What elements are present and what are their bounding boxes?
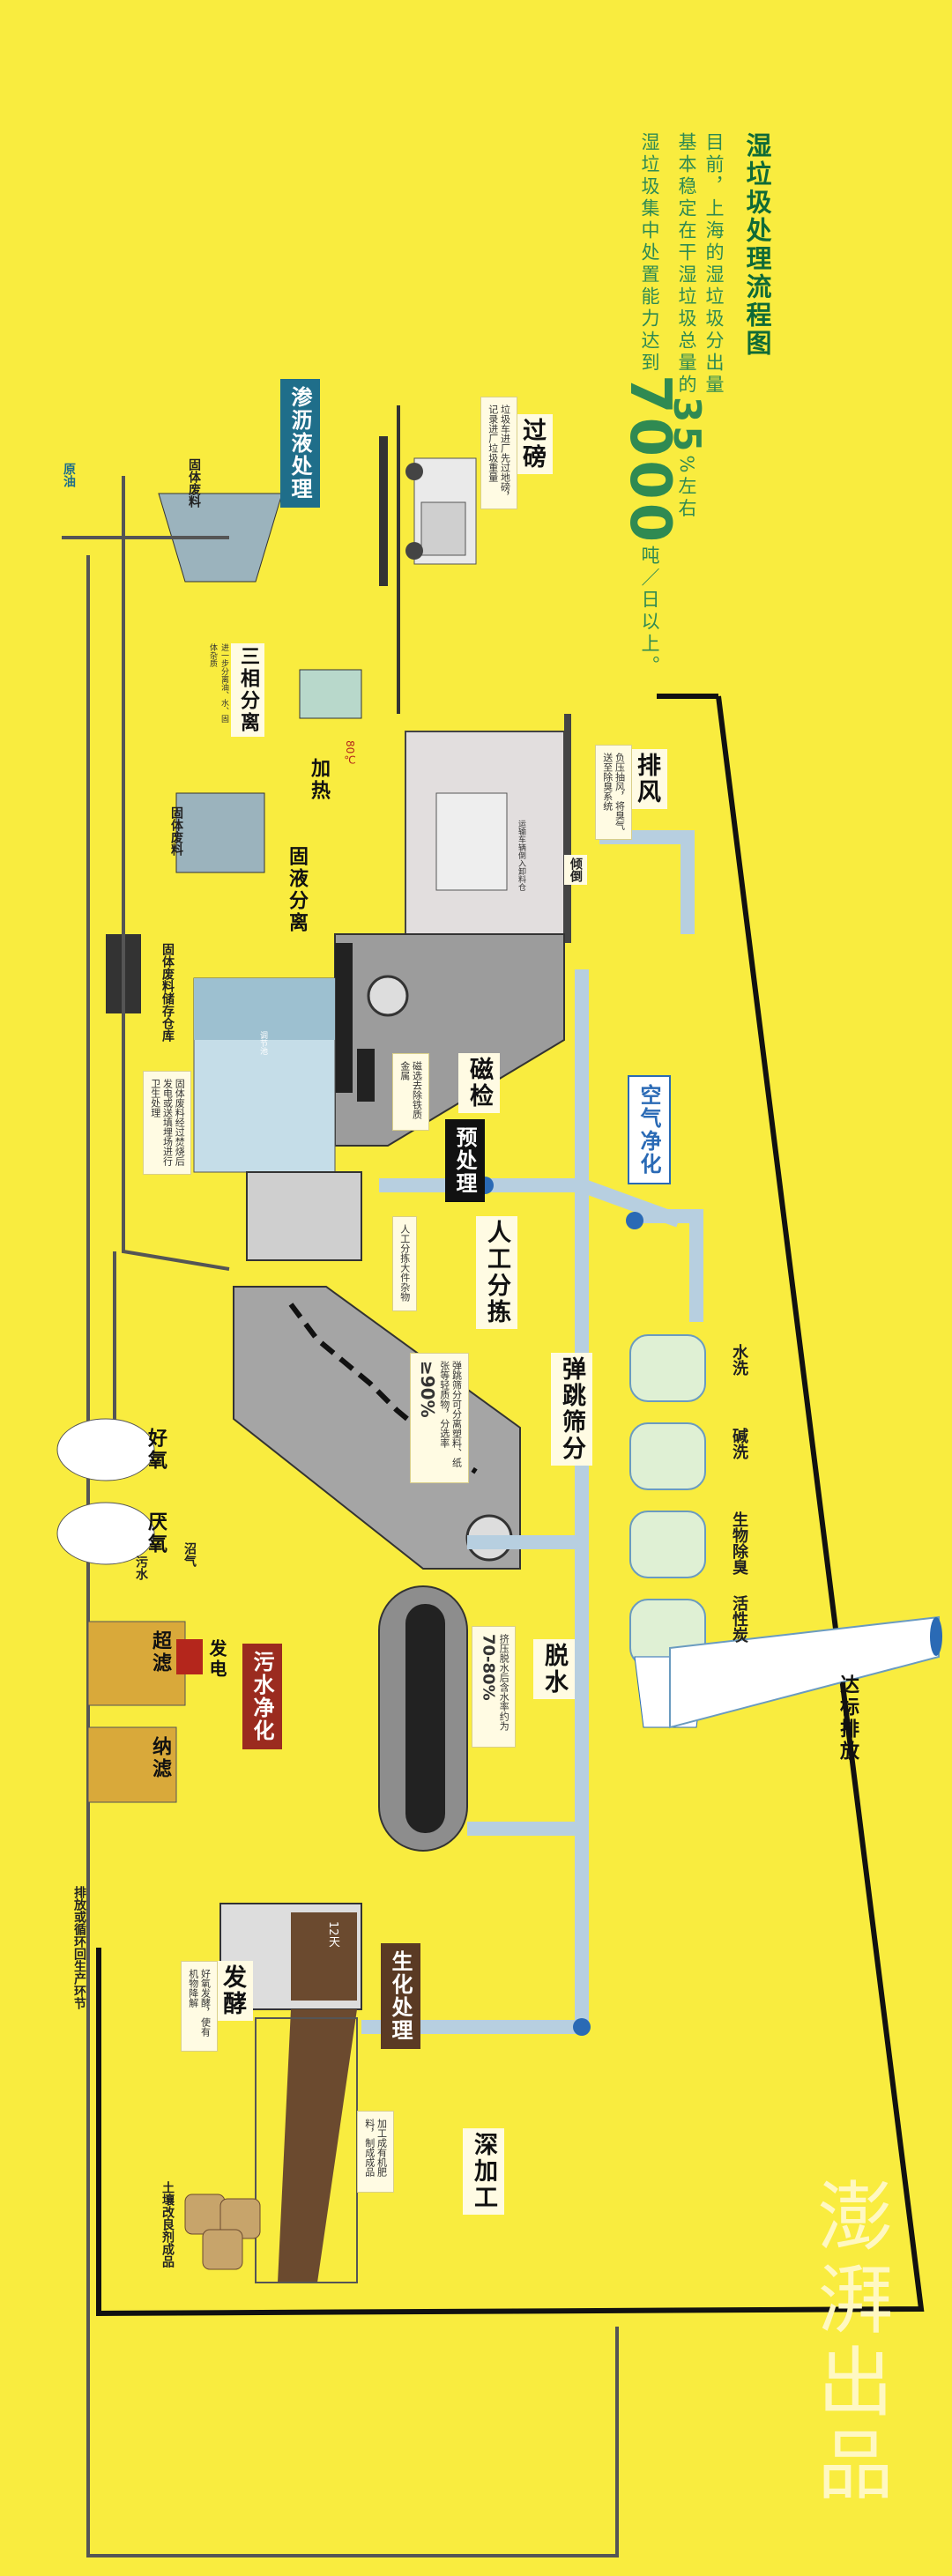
intro-line-3: 湿垃圾集中处置能力达到7000吨／日以上。: [617, 132, 682, 678]
stage-deep-desc: 加工成有机肥料，制成成品: [357, 2111, 394, 2193]
anaerobic-label: 厌氧: [145, 1511, 167, 1555]
stage-dump-desc: 运输车辆倒入卸料仓: [517, 820, 525, 891]
stage-ferment-duration: 12天: [326, 1921, 339, 1948]
dewatering-press: [378, 1585, 468, 1852]
sewage-output-label: 排放或循环回生产环节: [72, 1886, 86, 2009]
stage-bounce-title: 弹跳筛分: [551, 1353, 592, 1466]
stage-manual-desc: 人工分拣大件杂物: [392, 1216, 417, 1311]
intro-capacity: 7000: [617, 375, 682, 546]
intro-line-2: 基本稳定在干湿垃圾总量的35%左右: [666, 132, 709, 520]
storage-label: 固体废料储存仓库: [160, 943, 175, 1042]
intro-percent-suffix: 左右: [676, 476, 697, 521]
discharge-stack: [634, 1615, 942, 1729]
stage-weigh-title: 过磅: [511, 414, 553, 474]
receiving-hall: [405, 714, 571, 944]
intro-percent: 35: [666, 397, 709, 456]
garbage-truck: [405, 457, 477, 565]
solid-liquid-title: 固液分离: [286, 846, 308, 934]
fertilizer-sacks: [184, 2194, 261, 2270]
storage-desc: 固体废料经过焚烧后发电或送填埋场进行卫生处理: [143, 1071, 192, 1175]
air-purify-badge: 空气净化: [628, 1075, 671, 1184]
stage-dump-title: 倾倒: [564, 855, 587, 885]
power-label: 发电: [206, 1639, 227, 1680]
stage-magnet-desc: 磁选去除铁质金属: [392, 1053, 429, 1131]
sewage-purify-badge: 污水净化: [242, 1644, 282, 1749]
scrubber-towers: [629, 1334, 706, 1667]
leachate-pool: [193, 977, 336, 1173]
stage-pretreat-badge: 预处理: [445, 1119, 485, 1202]
pool-label: 调节池: [258, 1031, 267, 1055]
stage-ferment-desc: 好氧发酵，使有机物降解: [181, 1961, 218, 2052]
stage-dewater-title: 脱水: [533, 1639, 575, 1699]
manual-sorting-room: [246, 1171, 362, 1261]
stage-deep-title: 深加工: [463, 2128, 504, 2215]
stage-exhaust-desc: 负压抽风，将臭气送至除臭系统: [595, 745, 632, 840]
bounce-screening-chute: [233, 1286, 521, 1570]
leachate-badge: 渗沥液处理: [280, 379, 320, 508]
stage-dewater-desc-text: 挤压脱水后含水率约为: [498, 1634, 510, 1731]
air-step-1: 水洗: [730, 1344, 748, 1376]
three-phase-title: 三相分离: [231, 643, 264, 737]
intro-line-2-text: 基本稳定在干湿垃圾总量的: [676, 132, 697, 397]
weighbridge: [379, 405, 400, 714]
air-step-4: 活性炭: [730, 1595, 748, 1643]
nanofiltration-label: 纳滤: [149, 1736, 171, 1780]
fermentation-tank: [219, 1903, 362, 2283]
intro-capacity-unit: 吨／日以上。: [639, 546, 660, 679]
crude-oil-label: 原油: [62, 463, 76, 487]
heating-temp: 80℃: [344, 740, 356, 767]
fan-icons: [476, 1177, 643, 2036]
stage-biochem-badge: 生化处理: [381, 1943, 420, 2049]
intro-percent-unit: %: [676, 455, 697, 477]
stage-dewater-desc: 挤压脱水后含水率约为70-80%: [472, 1626, 517, 1748]
biogas-label: 沼气: [182, 1542, 197, 1567]
solid-waste-label-1: 固体废料: [187, 458, 201, 508]
stage-bounce-desc-text: 弹跳筛分可分离塑料、纸张等轻质物，分选率: [438, 1361, 463, 1467]
stage-bounce-desc: 弹跳筛分可分离塑料、纸张等轻质物，分选率≥90%: [410, 1353, 469, 1483]
pretreatment-pit: [334, 933, 565, 1147]
stage-weigh-desc: 垃圾车进厂先过地磅，记录进厂垃圾重量: [480, 397, 517, 509]
watermark: 澎湃出品: [804, 2177, 892, 2508]
wastewater-label: 污水: [134, 1555, 148, 1580]
sewage-treatment: [56, 1418, 203, 1803]
air-discharge-label: 达标排放: [837, 1674, 859, 1763]
stage-magnet-title: 磁检: [458, 1053, 500, 1113]
air-step-3: 生物除臭: [730, 1511, 748, 1575]
solid-waste-label-2: 固体废料: [169, 806, 183, 856]
stage-ferment-title: 发酵: [212, 1961, 253, 2021]
factory-building-outline: [96, 694, 925, 2317]
stage-manual-title: 人工分拣: [476, 1216, 517, 1329]
intro-line-3-text: 湿垃圾集中处置能力达到: [639, 132, 660, 375]
aerobic-label: 好氧: [145, 1428, 167, 1472]
ultrafiltration-label: 超滤: [149, 1630, 171, 1674]
intro-line-1: 目前，上海的湿垃圾分出量: [703, 132, 725, 397]
air-step-2: 碱洗: [730, 1428, 748, 1459]
product-label: 土壤改良剂成品: [160, 2181, 175, 2268]
heating-title: 加热: [308, 758, 330, 802]
stage-exhaust-title: 排风: [626, 749, 667, 809]
stage-dewater-rate: 70-80%: [479, 1634, 498, 1701]
stage-bounce-rate: ≥90%: [417, 1361, 438, 1418]
three-phase-desc: 进一步分离油、水、固体杂质: [208, 643, 228, 723]
page-title: 湿垃圾处理流程图: [742, 132, 772, 358]
